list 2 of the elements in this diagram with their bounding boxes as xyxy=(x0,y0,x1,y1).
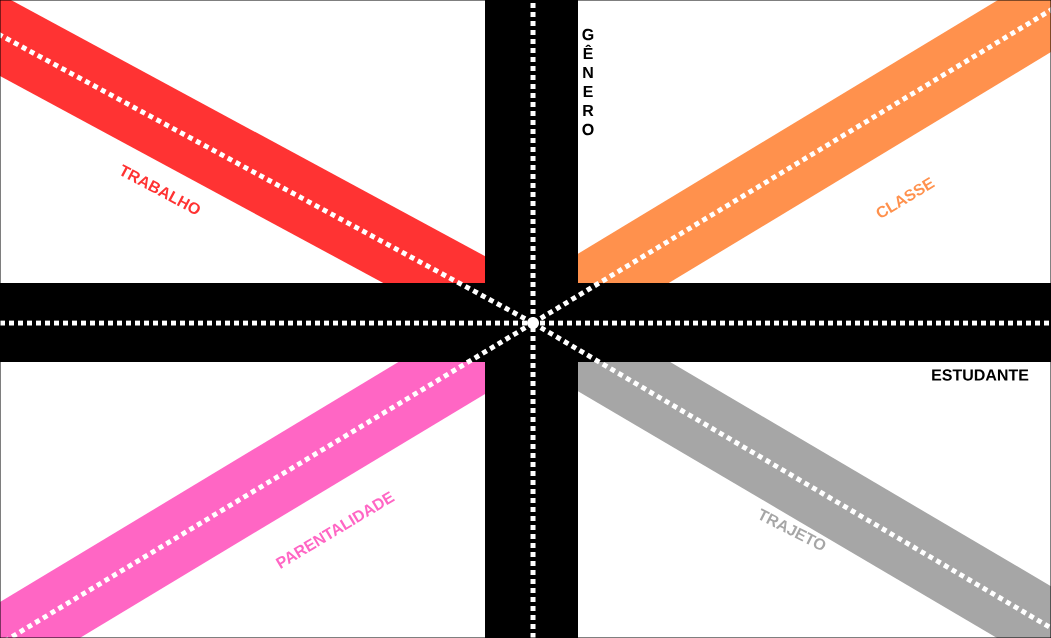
road-label: ESTUDANTE xyxy=(932,369,1029,381)
road-label: GÊNERO xyxy=(582,28,594,136)
